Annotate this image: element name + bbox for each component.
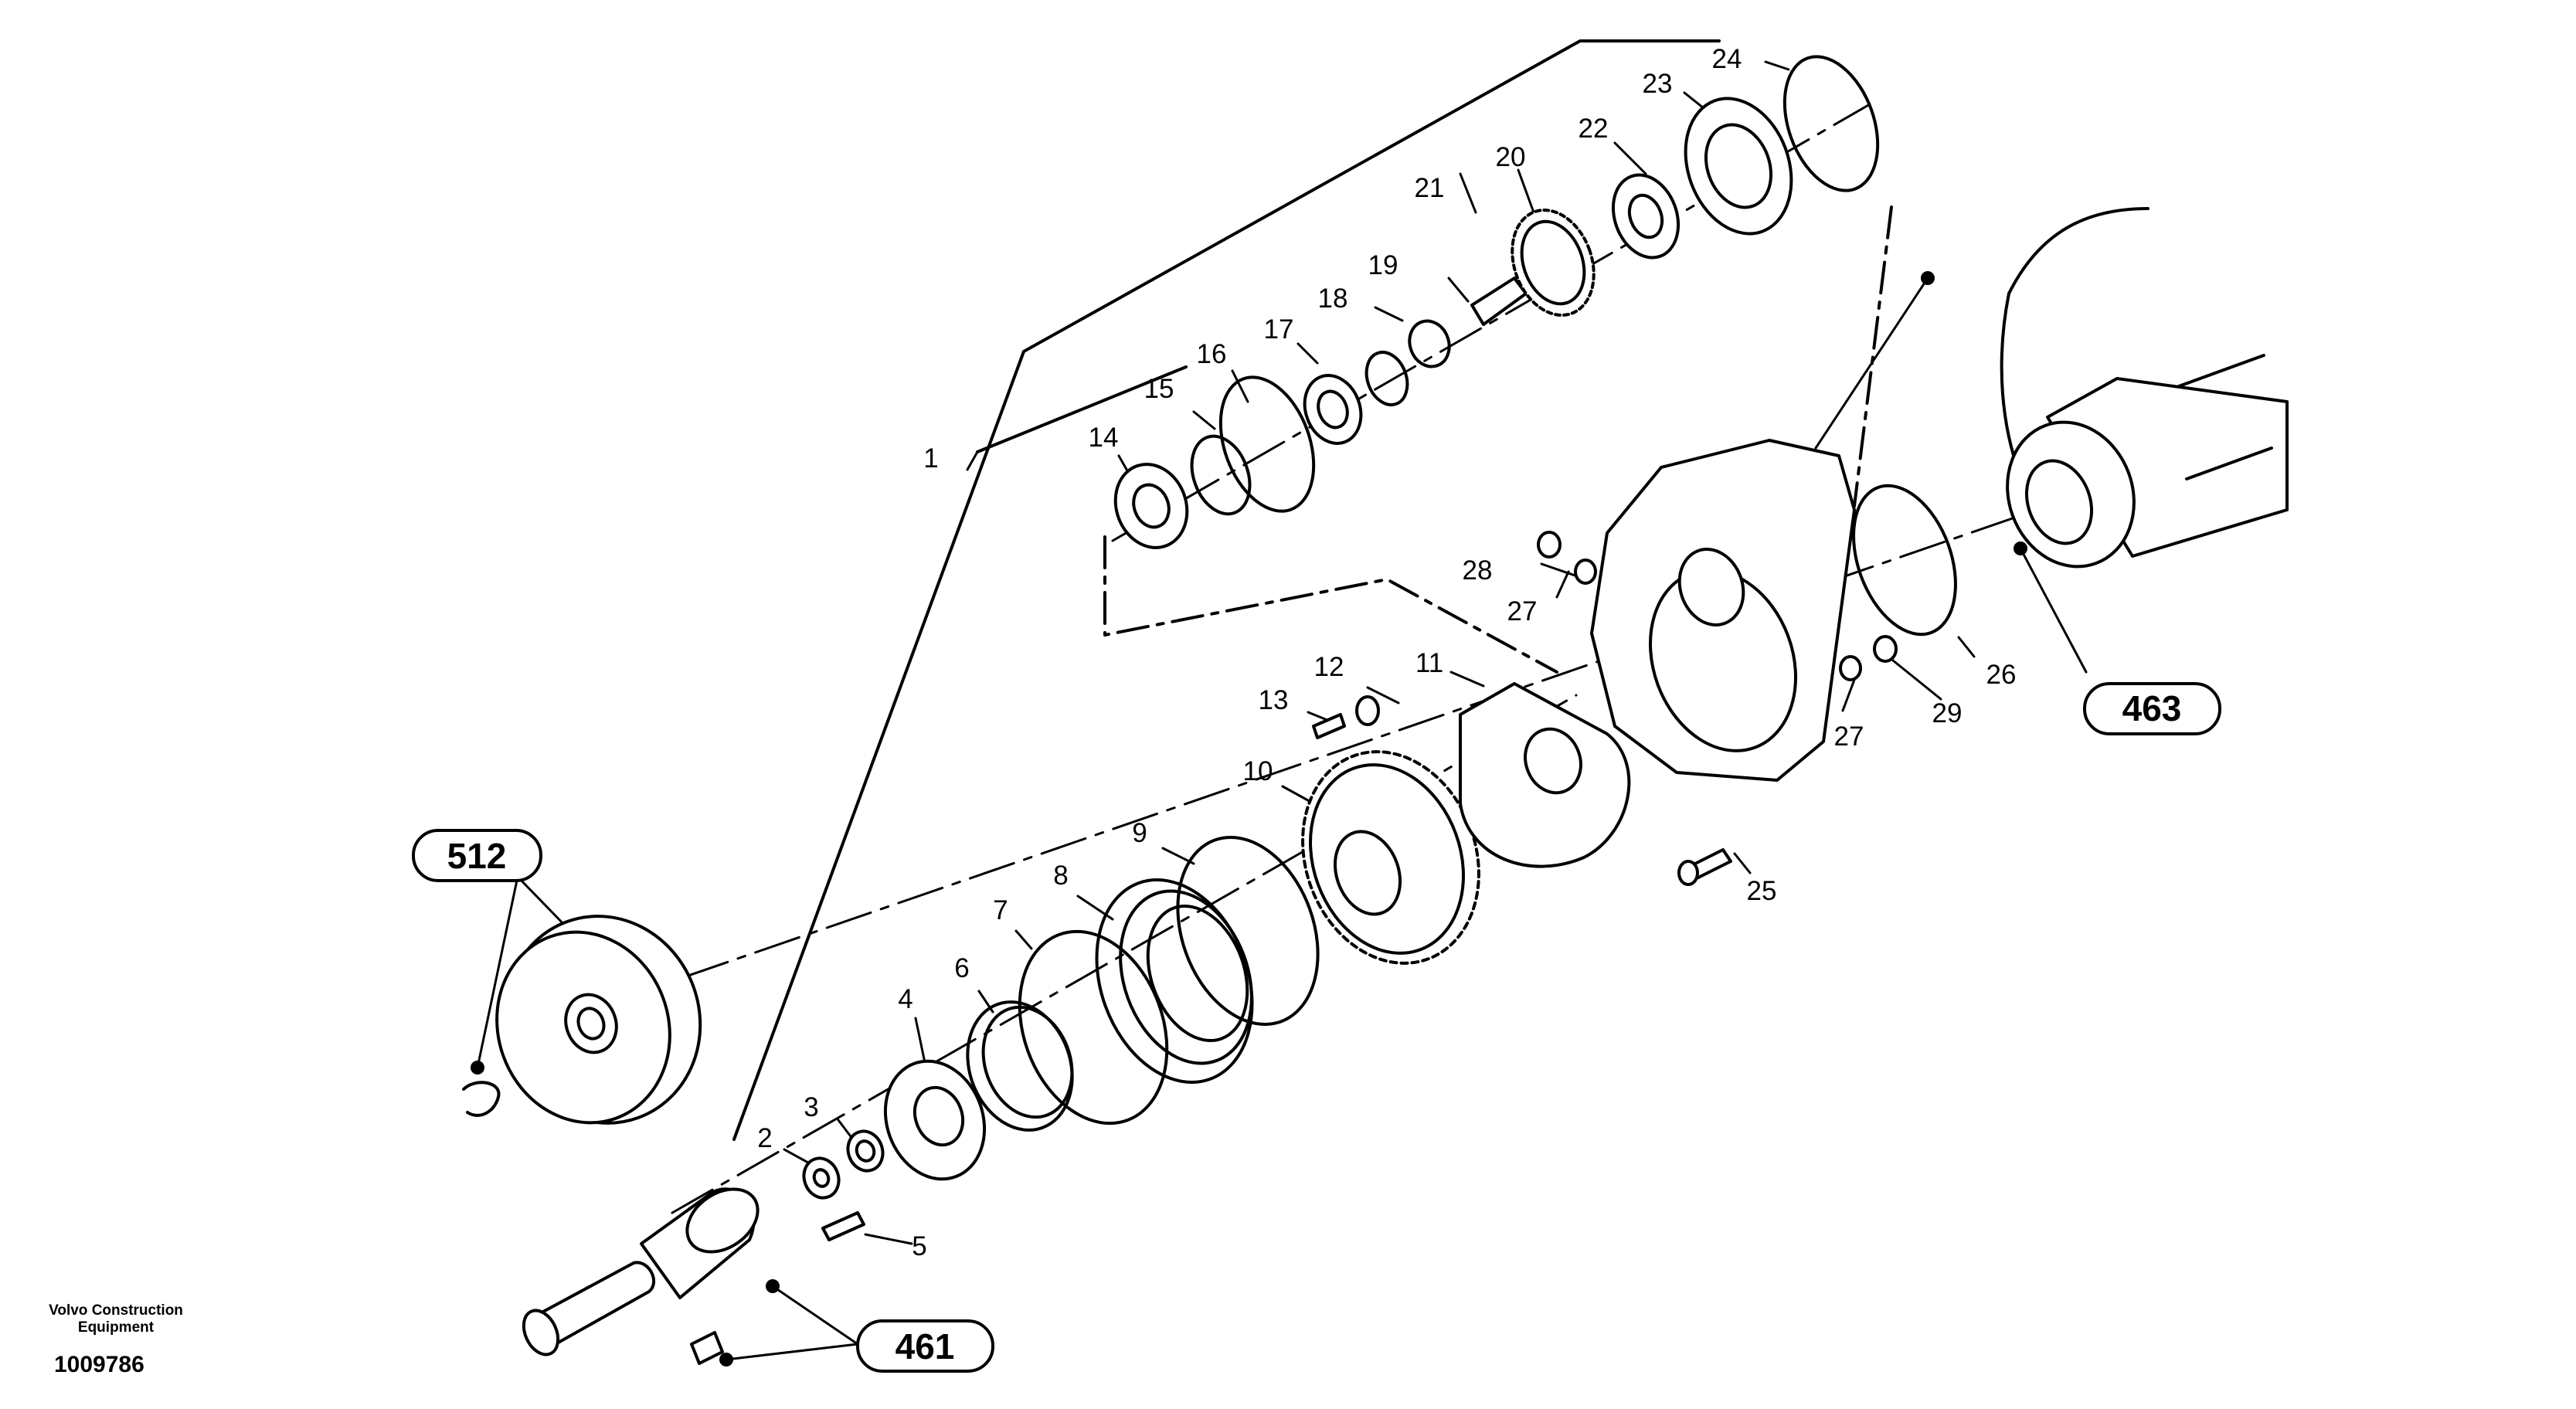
pulley-512	[462, 915, 702, 1125]
cover-11	[1459, 682, 1631, 868]
small-parts	[802, 1129, 885, 1241]
drive-shaft	[522, 1187, 760, 1365]
part-label-27-lower: 27	[1834, 721, 1864, 752]
bolt-25	[1677, 848, 1732, 886]
part-label-7: 7	[993, 895, 1008, 925]
part-label-18: 18	[1318, 283, 1348, 314]
part-label-14: 14	[1089, 423, 1119, 453]
machine-body	[2000, 207, 2289, 569]
assembly-outline	[732, 39, 1893, 1141]
part-label-6: 6	[954, 953, 969, 983]
part-label-21: 21	[1415, 173, 1445, 203]
plugs-27-29	[1537, 531, 1898, 681]
part-label-23: 23	[1643, 69, 1673, 99]
flange-4	[883, 1059, 987, 1181]
part-label-5: 5	[912, 1231, 926, 1261]
part-label-24: 24	[1712, 44, 1742, 74]
part-label-16: 16	[1197, 339, 1227, 369]
part-label-19: 19	[1368, 250, 1398, 280]
part-label-17: 17	[1264, 314, 1294, 345]
fasteners-12-13	[1312, 695, 1380, 739]
part-label-29: 29	[1932, 698, 1963, 728]
part-label-9: 9	[1132, 818, 1147, 848]
part-label-11: 11	[1415, 648, 1443, 678]
part-label-10: 10	[1243, 756, 1273, 786]
part-label-15: 15	[1144, 374, 1174, 404]
brand-line-2: Equipment	[77, 1319, 155, 1336]
reference-callout-463: 463	[2083, 682, 2221, 735]
part-label-13: 13	[1259, 685, 1289, 715]
seals-6-to-9	[966, 835, 1320, 1132]
reference-leaders	[476, 277, 2088, 1361]
part-label-25: 25	[1747, 876, 1777, 906]
reference-label-463: 463	[2122, 688, 2182, 728]
gear-10	[1301, 750, 1480, 965]
brand-line-1: Volvo Construction	[49, 1302, 183, 1319]
reference-label-461: 461	[895, 1326, 955, 1367]
part-label-27-upper: 27	[1507, 596, 1538, 626]
part-label-20: 20	[1496, 142, 1526, 172]
part-label-26: 26	[1986, 660, 2017, 690]
housing	[1590, 439, 1856, 782]
reference-label-512: 512	[447, 836, 507, 876]
ring-26	[1852, 484, 1957, 637]
reference-callout-512: 512	[412, 829, 542, 882]
part-label-3: 3	[804, 1092, 818, 1122]
part-label-12: 12	[1314, 652, 1344, 682]
part-label-8: 8	[1053, 861, 1068, 891]
document-number: 1009786	[54, 1352, 144, 1377]
part-label-4: 4	[898, 984, 912, 1014]
part-label-28: 28	[1463, 555, 1493, 586]
upper-parts	[1113, 55, 1880, 549]
part-label-22: 22	[1579, 114, 1609, 144]
footer: Volvo Construction Equipment 1009786	[15, 1302, 216, 1378]
part-labels: 1 2 3 4 5 6 7 8 9 10 11 12 13 14 15 16 1…	[757, 44, 2016, 1261]
reference-callout-461: 461	[856, 1319, 994, 1373]
part-label-1: 1	[923, 443, 938, 474]
part-label-2: 2	[757, 1123, 772, 1153]
